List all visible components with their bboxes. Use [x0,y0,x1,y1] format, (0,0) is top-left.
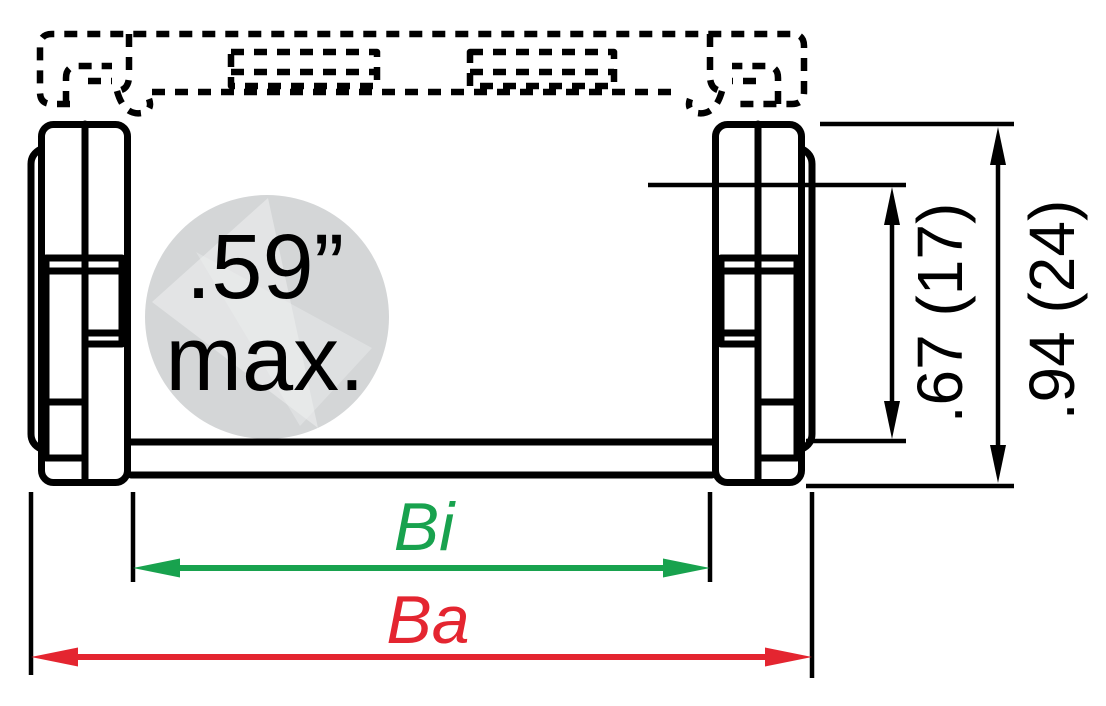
dim-outer-width: Ba [31,582,812,667]
open-crossbar-left-hook [62,62,112,104]
open-crossbar-left-pivot-curl [113,90,154,117]
dim-outer-height-arrow-up [990,127,1006,165]
callout-highlight-wedge-1 [152,198,318,428]
dim-inner-width: Bi [133,489,710,578]
open-crossbar-dashed-outline [36,30,808,117]
open-crossbar-right-pivot-stem [706,34,723,95]
dim-outer-height: .94 (24) [806,121,1088,489]
open-crossbar-rib-left [227,48,381,90]
max-cable-diameter-callout: .59” max. [145,195,389,439]
dim-inner-height-label: .67 (17) [904,203,976,424]
callout-value-label: .59” [186,216,345,318]
side-link-outer-profile [27,145,45,453]
dim-inner-width-arrow-left [133,558,180,578]
callout-max-label: max. [165,308,364,410]
right-side-link [716,124,813,483]
open-crossbar-right-pivot-curl [685,90,726,117]
dim-inner-height-arrow-down [884,401,900,439]
width-extension-lines [28,492,815,678]
open-crossbar-left-pivot-stem [116,34,133,95]
dim-outer-height-label: .94 (24) [1016,200,1088,421]
dim-outer-height-arrow-down [990,445,1006,483]
dim-inner-height-arrow-up [884,187,900,225]
bottom-crossbar [127,438,716,479]
dim-inner-width-arrow-right [663,558,710,578]
open-crossbar-right-hook [732,62,782,104]
open-crossbar-outer-edge [36,30,808,108]
dim-inner-width-label: Bi [394,489,456,565]
callout-highlight-wedge-2 [196,252,372,426]
dim-outer-width-label: Ba [386,582,469,658]
dim-outer-width-arrow-left [31,647,78,667]
dim-outer-width-arrow-right [765,647,812,667]
left-side-link [27,120,131,486]
dim-inner-height: .67 (17) [648,182,976,444]
